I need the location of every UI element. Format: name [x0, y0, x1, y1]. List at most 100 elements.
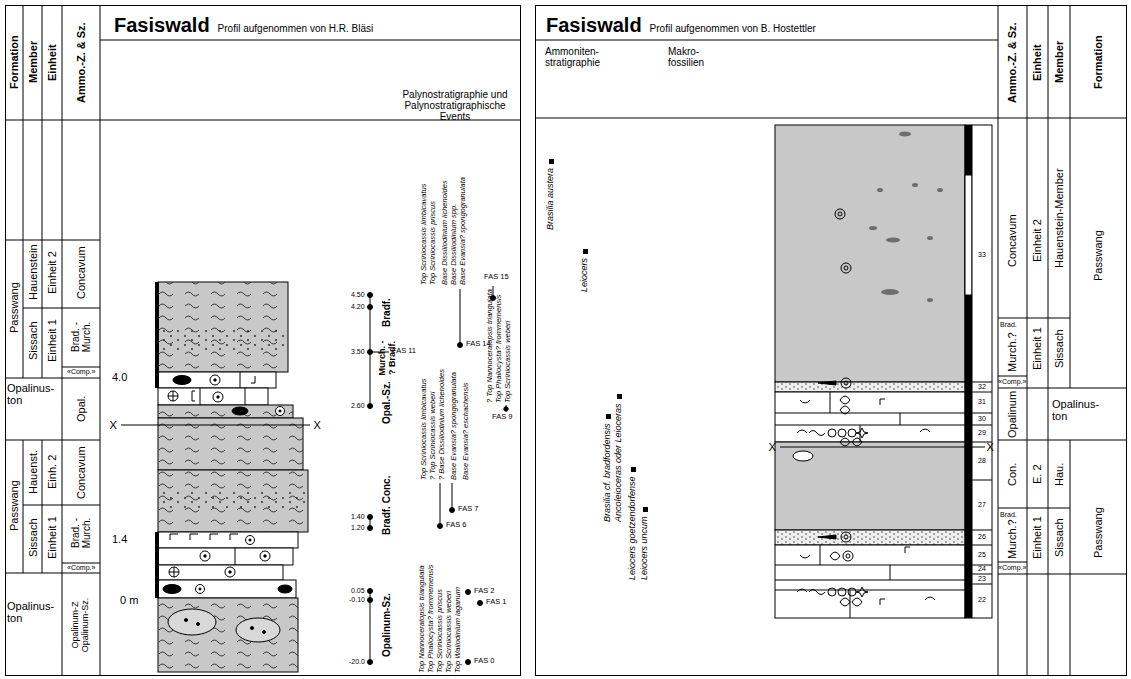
profile-label: Passwang	[8, 480, 20, 531]
panel-title: Fasiswald	[546, 14, 642, 37]
profile-label: 1.20	[351, 524, 365, 532]
profile-label: 27	[978, 501, 986, 509]
range-marker	[617, 394, 622, 399]
profile-label: 26	[978, 533, 986, 541]
profile-label: Brad.	[1000, 511, 1017, 519]
profile-label: Hauenstein-Member	[1053, 168, 1065, 268]
profile-label: Concavum	[75, 246, 87, 299]
profile-label: -0.10	[349, 596, 365, 604]
profile-label: X	[110, 419, 117, 431]
profile-label: Murch.?	[1006, 332, 1018, 372]
profile-label: Member	[1053, 41, 1065, 83]
profile-label: Einheit 1	[46, 516, 58, 559]
profile-label: Passwang	[8, 282, 20, 333]
profile-label: Brad.	[1000, 321, 1017, 329]
profile-label: FAS 0	[474, 657, 494, 665]
profile-label: 4.0	[112, 371, 127, 383]
profile-label: 23	[978, 575, 986, 583]
profile-label: «Comp.»	[67, 368, 95, 376]
profile-label: Einheit 2	[46, 251, 58, 294]
profile-label: 24	[978, 565, 986, 573]
profile-label: Leiocers	[580, 258, 590, 292]
profile-label: Top Phallocysta? frommernensis	[495, 294, 503, 403]
profile-label: -20.0	[349, 658, 365, 666]
profile-label: 29	[978, 429, 986, 437]
range-marker	[549, 159, 554, 164]
profile-label: Base Dissiliodinium spp.	[450, 204, 458, 285]
profile-label: Top Nannoceratopsis triangulata	[418, 565, 426, 673]
profile-label: Makro- fossilien	[668, 46, 728, 68]
profile-label: Top Scriniocassis limbicavatus	[420, 379, 428, 480]
profile-label: 4.20	[351, 303, 365, 311]
profile-label: FAS 1	[486, 598, 506, 606]
profile-label: Bradf.	[381, 298, 392, 327]
range-marker	[643, 507, 648, 512]
profile-label: Einh. 2	[46, 455, 58, 489]
profile-label: FAS 11	[392, 347, 416, 355]
profile-label: Ammo.-Z. & Sz.	[75, 22, 87, 103]
profile-label: Con.	[1006, 462, 1018, 485]
profile-label: 1.4	[112, 533, 127, 545]
profile-label: ? Base Dissiliodinium lichenoides	[438, 369, 446, 480]
profile-label: Opalinus- ton	[7, 382, 62, 406]
profile-label: X	[769, 441, 776, 453]
profile-label: 3.50	[351, 348, 365, 356]
profile-label: 22	[978, 596, 986, 604]
profile-label: 32	[978, 383, 986, 391]
profile-label: Hauenst.	[27, 450, 39, 494]
profile-label: Einheit 2	[1031, 219, 1043, 262]
profile-label: «Comp.»	[998, 378, 1026, 386]
panel-title: Fasiswald	[114, 14, 210, 37]
profile-label: 31	[978, 398, 986, 406]
profile-label: Sissach	[1053, 518, 1065, 557]
profile-label: Hauenstein	[27, 244, 39, 300]
profile-label: Top Phallocysta? frommernensis	[427, 564, 435, 673]
profile-label: Top Scriniocassis limbicavatus	[420, 184, 428, 285]
profile-label: Base Evansia? spongogranulata	[450, 372, 458, 480]
profile-label: Concavum	[1006, 214, 1018, 267]
profile-label: Brad. - Murch.	[70, 509, 92, 557]
profile-label: Opalinus- ton	[7, 600, 62, 624]
profile-label: Opalinum-Z Opalinum-Sz.	[71, 585, 91, 665]
profile-label: FAS 6	[446, 521, 466, 529]
panel-subtitle: Profil aufgenommen von H.R. Bläsi	[218, 23, 374, 34]
profile-label: Concavum	[75, 446, 87, 499]
profile-label: Formation	[8, 35, 20, 89]
profile-label: Einheit	[1031, 44, 1043, 81]
profile-label: 33	[978, 251, 986, 259]
profile-label: Bradf. Conc.	[381, 475, 392, 534]
profile-label: Leiocers goetzendorfense	[628, 476, 638, 580]
profile-label: Base Evansia? spongogranulata	[459, 177, 467, 285]
profile-label: Sissach	[27, 321, 39, 360]
profile-label: Ammoniten- stratigraphie	[545, 46, 635, 68]
profile-label: Murch.?	[1006, 519, 1018, 559]
profile-label: Sissach	[1053, 329, 1065, 368]
profile-label: Top Scriniocassis priscus	[436, 589, 444, 673]
profile-label: Brasilia austera	[546, 168, 556, 230]
profile-label: 25	[978, 551, 986, 559]
profile-label: 0.05	[351, 587, 365, 595]
profile-label: ? Top Scriniocassis weberi	[429, 391, 437, 480]
profile-label: Top Scriniocassis weberi	[504, 321, 512, 403]
profile-label: 1.40	[351, 513, 365, 521]
profile-label: FAS 7	[458, 505, 478, 513]
profile-label: Top Scriniocassis priscus	[429, 201, 437, 285]
profile-label: «Comp.»	[67, 564, 95, 572]
profile-label: Passwang	[1092, 230, 1104, 281]
profile-label: Brasilia cf. bradfordensis	[603, 423, 613, 522]
profile-label: Opalinus- ton	[1052, 398, 1110, 422]
profile-label: Base Dissiliodinium lichenoides	[441, 180, 449, 285]
profile-label: Opal.-Sz.	[381, 381, 392, 424]
range-marker	[583, 249, 588, 254]
profile-label: Base Evansia? eschachensis	[462, 382, 470, 480]
profile-label: Murch. - ? Bradf.	[378, 338, 398, 378]
profile-label: 28	[978, 457, 986, 465]
profile-label: X	[314, 419, 321, 431]
profile-label: «Comp.»	[998, 564, 1026, 572]
profile-label: Ammo.-Z. & Sz.	[1006, 22, 1018, 103]
profile-label: Opalinum-Sz.	[381, 593, 392, 657]
profile-label: Einheit 1	[1031, 516, 1043, 559]
range-marker	[631, 467, 636, 472]
profile-label: Hau.	[1053, 462, 1065, 485]
